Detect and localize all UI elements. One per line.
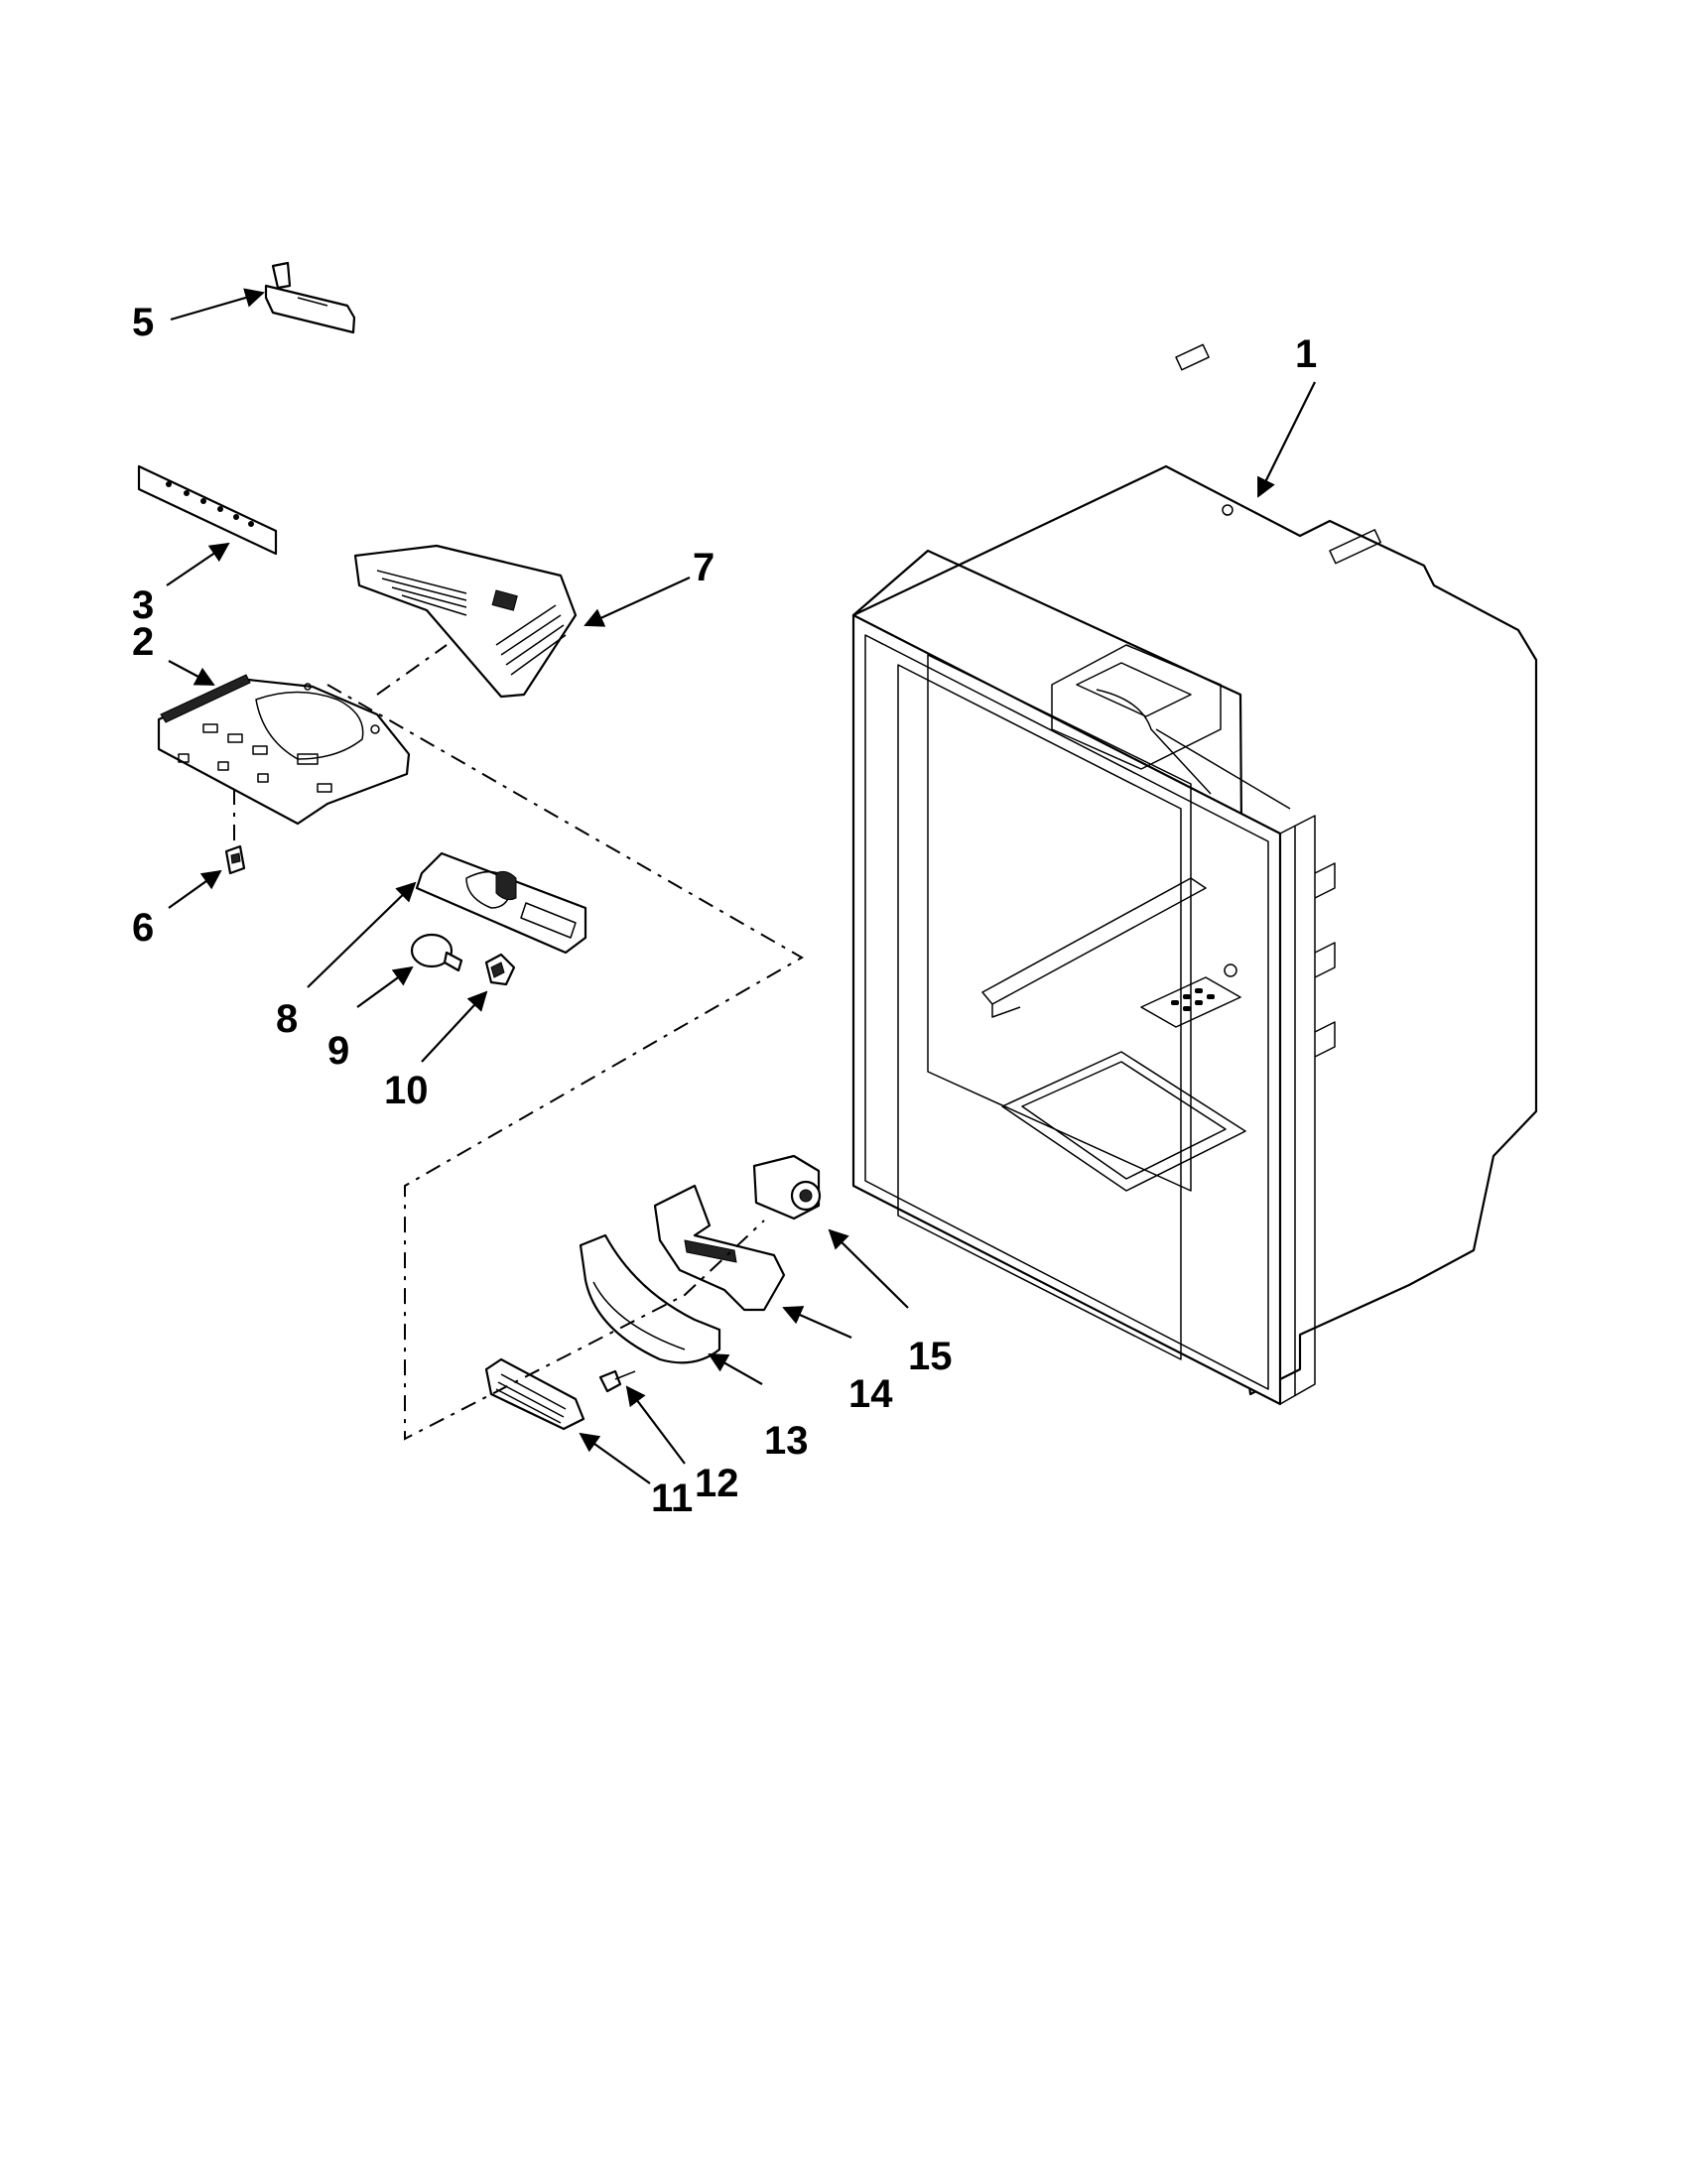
part-2-housing	[157, 674, 411, 826]
callout-5: 5	[132, 301, 154, 344]
part-8-light-housing	[415, 851, 587, 955]
callout-15: 15	[908, 1335, 953, 1378]
callout-2: 2	[132, 620, 154, 664]
part-6-switch	[224, 844, 246, 875]
part-14-bracket	[653, 1184, 786, 1312]
callout-3: 3	[132, 583, 154, 627]
part-9-bulb	[410, 933, 463, 972]
callout-13: 13	[764, 1419, 809, 1463]
callout-8: 8	[276, 997, 298, 1041]
part-3-label-strip	[137, 464, 278, 556]
part-5-bracket	[264, 261, 356, 334]
callout-7: 7	[693, 546, 714, 589]
callout-1: 1	[1295, 332, 1317, 376]
callout-9: 9	[327, 1029, 349, 1073]
assembly-lines	[233, 644, 805, 1441]
callout-11: 11	[651, 1477, 693, 1520]
part-1-liner	[851, 343, 1538, 1406]
part-12-screw	[598, 1369, 636, 1393]
part-13-guard	[579, 1233, 721, 1364]
callout-labels: 1 2 3 5 6 7 8 9 10 11 12 13 14 15	[132, 301, 1317, 1520]
part-7-cover	[353, 544, 578, 699]
callout-10: 10	[384, 1069, 429, 1112]
part-10-socket	[484, 953, 516, 986]
leader-arrows	[166, 288, 1316, 1484]
part-11-grille	[484, 1357, 585, 1431]
part-15-control	[752, 1154, 822, 1220]
callout-12: 12	[695, 1462, 739, 1505]
callout-6: 6	[132, 906, 154, 950]
callout-14: 14	[848, 1372, 893, 1416]
